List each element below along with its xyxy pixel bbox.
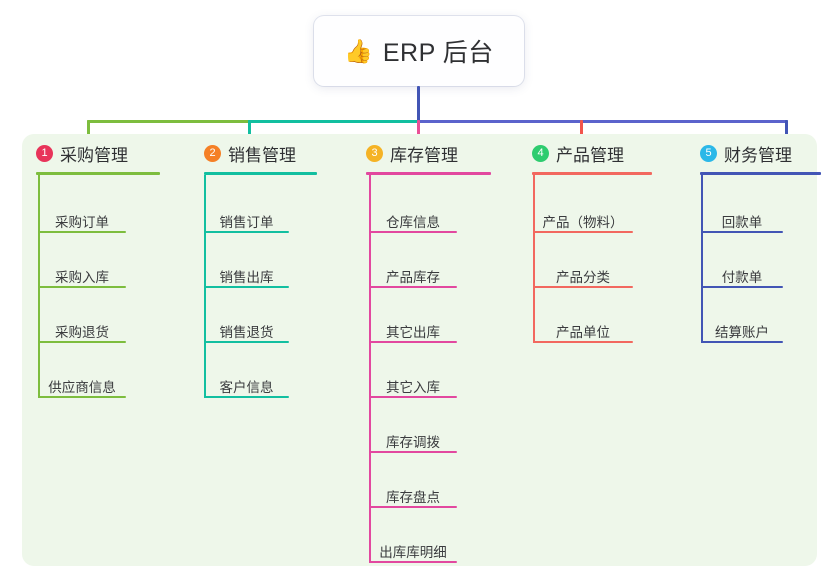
leaf-rule-3-5 (369, 451, 457, 453)
leaf-item-3-1[interactable]: 仓库信息 (386, 215, 440, 230)
column-header-3[interactable]: 3 库存管理 (352, 134, 518, 172)
branch-drop-2 (248, 120, 251, 140)
leaf-rule-2-2 (204, 286, 289, 288)
leaf-rule-1-1 (38, 231, 126, 233)
column-rule-1 (36, 172, 160, 175)
column-rule-4 (532, 172, 652, 175)
column-spine-4 (533, 175, 535, 343)
column-header-2[interactable]: 2 销售管理 (190, 134, 352, 172)
leaf-rule-1-2 (38, 286, 126, 288)
leaf-item-1-4[interactable]: 供应商信息 (48, 380, 116, 395)
leaf-item-2-3[interactable]: 销售退货 (219, 325, 274, 340)
leaf-rule-4-2 (533, 286, 633, 288)
branches-panel: 1 采购管理采购订单采购入库采购退货供应商信息 2 销售管理销售订单销售出库销售退货客… (22, 134, 821, 566)
branch-drop-1 (87, 120, 90, 140)
column-title-4: 产品管理 (556, 145, 624, 165)
leaf-item-3-7[interactable]: 出库库明细 (379, 545, 447, 560)
branch-column-2: 2 销售管理销售订单销售出库销售退货客户信息 (190, 134, 352, 566)
leaf-item-2-4[interactable]: 客户信息 (219, 380, 274, 395)
branch-drop-4 (580, 120, 583, 140)
thumbs-up-icon: 👍 (344, 37, 373, 64)
leaf-rule-4-1 (533, 231, 633, 233)
branch-column-5: 5 财务管理回款单付款单结算账户 (686, 134, 821, 566)
leaf-item-4-3[interactable]: 产品单位 (556, 325, 610, 340)
column-header-5[interactable]: 5 财务管理 (686, 134, 817, 172)
leaf-item-3-5[interactable]: 库存调拨 (386, 435, 440, 450)
column-spine-3 (369, 175, 371, 563)
column-header-4[interactable]: 4 产品管理 (518, 134, 686, 172)
column-rule-5 (700, 172, 821, 175)
leaf-item-3-2[interactable]: 产品库存 (386, 270, 440, 285)
leaf-item-2-2[interactable]: 销售出库 (219, 270, 274, 285)
leaf-item-5-3[interactable]: 结算账户 (715, 325, 769, 340)
branch-column-3: 3 库存管理仓库信息产品库存其它出库其它入库库存调拨库存盘点出库库明细 (352, 134, 518, 566)
leaf-item-5-1[interactable]: 回款单 (721, 215, 763, 230)
column-title-3: 库存管理 (390, 145, 458, 165)
leaf-item-1-3[interactable]: 采购退货 (55, 325, 109, 340)
branch-column-4: 4 产品管理产品（物料） 产品分类产品单位 (518, 134, 686, 566)
bus-segment-1 (87, 120, 250, 123)
leaf-rule-5-3 (701, 341, 783, 343)
root-node-erp-backend[interactable]: 👍 ERP 后台 (314, 16, 524, 86)
leaf-item-3-3[interactable]: 其它出库 (386, 325, 440, 340)
leaf-rule-2-3 (204, 341, 289, 343)
leaf-rule-2-4 (204, 396, 289, 398)
branch-drop-3 (417, 120, 420, 140)
leaf-item-4-2[interactable]: 产品分类 (556, 270, 610, 285)
column-title-2: 销售管理 (228, 145, 296, 165)
leaf-rule-2-1 (204, 231, 289, 233)
branch-drop-5 (785, 120, 788, 140)
column-rule-3 (366, 172, 491, 175)
branch-column-1: 1 采购管理采购订单采购入库采购退货供应商信息 (22, 134, 190, 566)
leaf-item-2-1[interactable]: 销售订单 (219, 215, 274, 230)
leaf-item-1-2[interactable]: 采购入库 (55, 270, 109, 285)
bus-segment-3 (417, 120, 788, 123)
column-header-1[interactable]: 1 采购管理 (22, 134, 190, 172)
leaf-item-3-4[interactable]: 其它入库 (386, 380, 440, 395)
leaf-rule-3-3 (369, 341, 457, 343)
leaf-rule-1-3 (38, 341, 126, 343)
leaf-rule-3-2 (369, 286, 457, 288)
leaf-item-5-2[interactable]: 付款单 (721, 270, 763, 285)
leaf-rule-3-7 (369, 561, 457, 563)
root-node-content: 👍 ERP 后台 (344, 33, 494, 69)
root-node-label: ERP 后台 (382, 39, 494, 67)
leaf-rule-3-4 (369, 396, 457, 398)
leaf-rule-3-1 (369, 231, 457, 233)
column-badge-5: 5 (700, 144, 717, 162)
column-badge-2: 2 (204, 144, 221, 162)
leaf-item-4-1[interactable]: 产品（物料） (542, 215, 624, 230)
column-badge-3: 3 (366, 144, 383, 162)
column-title-5: 财务管理 (724, 145, 792, 165)
column-title-1: 采购管理 (60, 145, 128, 165)
leaf-rule-4-3 (533, 341, 633, 343)
bus-segment-2 (248, 120, 419, 123)
leaf-rule-5-1 (701, 231, 783, 233)
root-trunk-line (417, 86, 420, 123)
column-rule-2 (204, 172, 317, 175)
leaf-rule-5-2 (701, 286, 783, 288)
leaf-item-1-1[interactable]: 采购订单 (55, 215, 109, 230)
leaf-item-3-6[interactable]: 库存盘点 (386, 490, 440, 505)
leaf-rule-1-4 (38, 396, 126, 398)
column-spine-5 (701, 175, 703, 343)
column-badge-1: 1 (36, 144, 53, 162)
column-badge-4: 4 (532, 144, 549, 162)
leaf-rule-3-6 (369, 506, 457, 508)
